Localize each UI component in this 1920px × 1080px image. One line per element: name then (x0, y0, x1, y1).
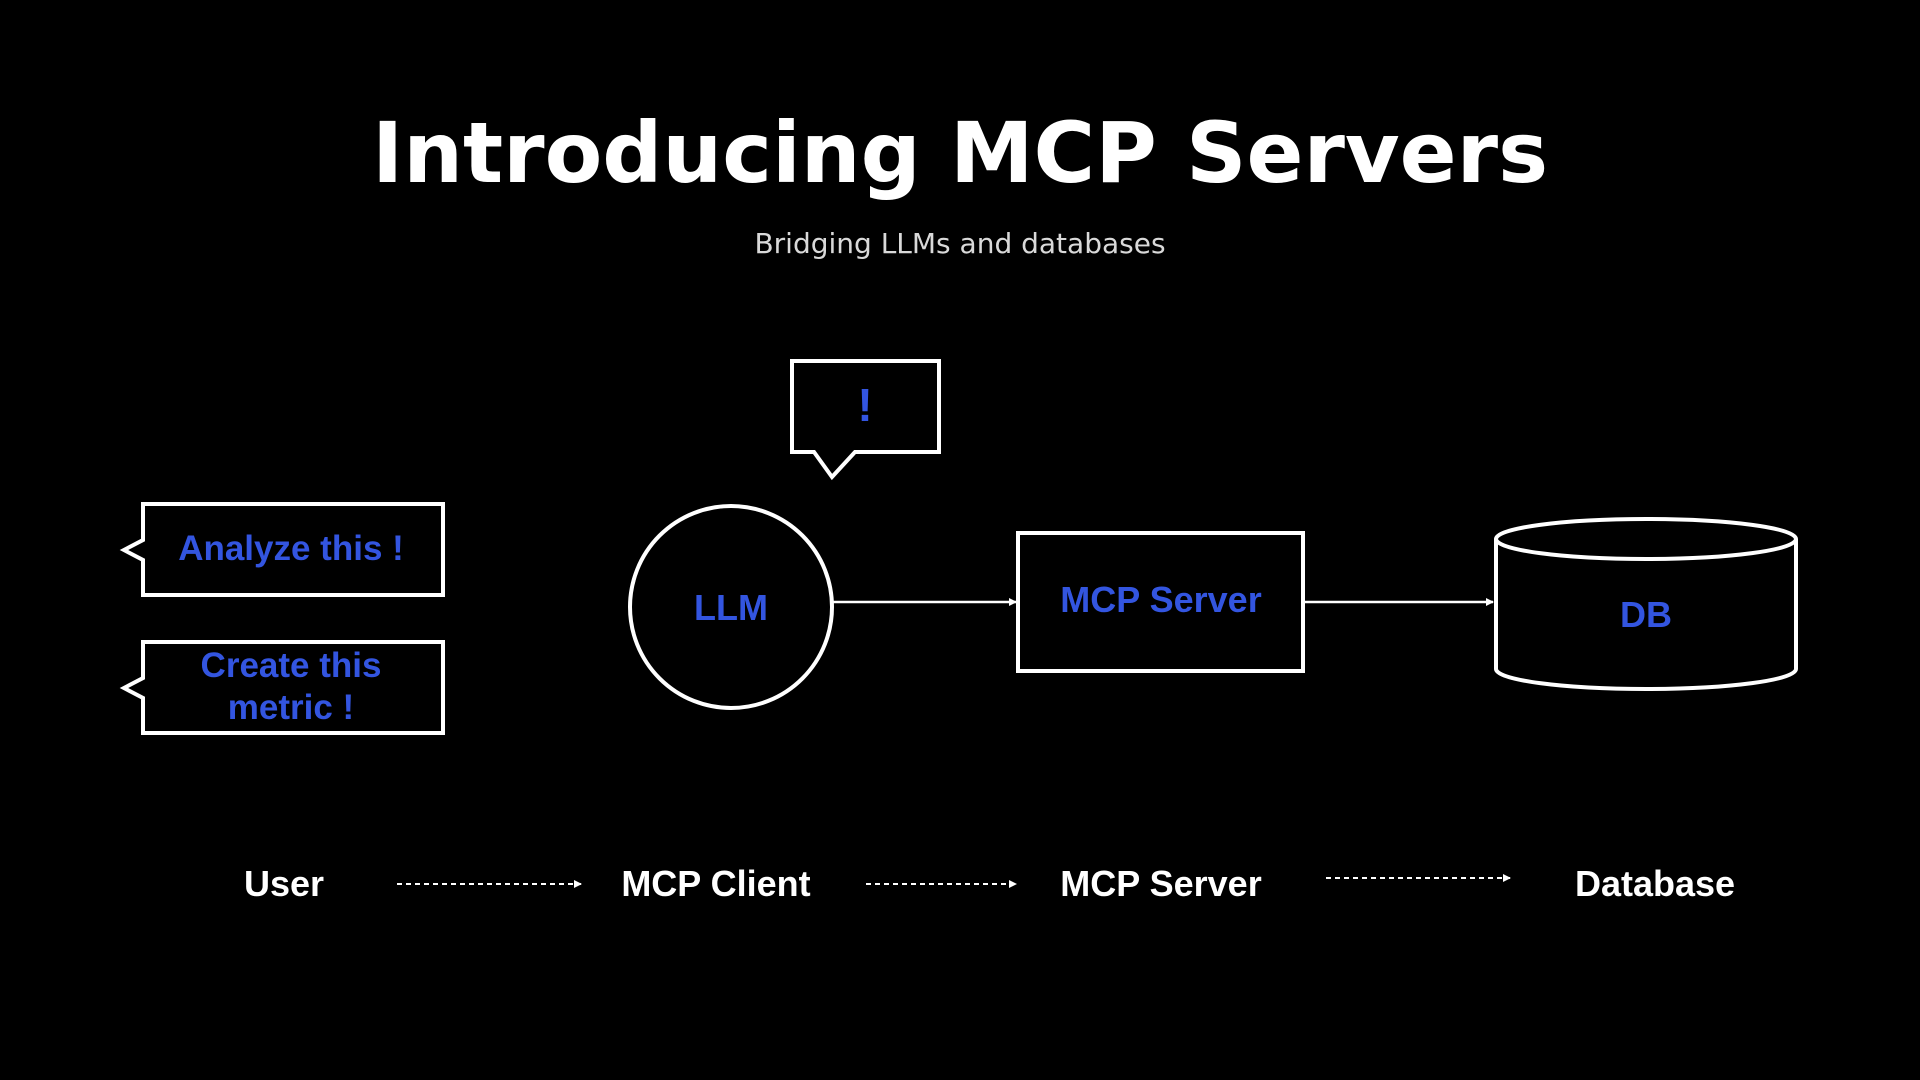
llm-label: LLM (694, 587, 768, 628)
mcp-server-node: MCP Server (1016, 531, 1305, 673)
user-request-bubble-1: Analyze this ! (119, 502, 445, 597)
db-cylinder-top (1494, 517, 1798, 561)
speech-bubble-shape (119, 640, 445, 735)
db-node: DB (1494, 517, 1798, 691)
llm-node: LLM (628, 504, 834, 710)
thought-bubble-shape (790, 359, 941, 481)
llm-thought-bubble: ! (790, 359, 941, 481)
user-request-bubble-2: Create this metric ! (119, 640, 445, 735)
mcp-server-label: MCP Server (1060, 579, 1261, 620)
llm-circle (628, 504, 834, 710)
flow-label-mcp-server: MCP Server (1060, 863, 1261, 904)
user-request-text-2-line2: metric ! (228, 688, 354, 727)
flow-row: User MCP Client MCP Server Database (244, 863, 1735, 904)
db-label: DB (1620, 594, 1672, 635)
user-request-text-2-line1: Create this (201, 646, 382, 685)
speech-bubble-shape (119, 502, 445, 597)
slide-subtitle: Bridging LLMs and databases (754, 227, 1166, 260)
exclamation-text: ! (857, 379, 872, 431)
slide-title: Introducing MCP Servers (371, 104, 1549, 202)
user-request-text-1: Analyze this ! (178, 529, 404, 568)
flow-label-mcp-client: MCP Client (621, 863, 810, 904)
flow-label-database: Database (1575, 863, 1735, 904)
mcp-server-box (1016, 531, 1305, 673)
db-cylinder-body (1494, 539, 1798, 691)
flow-label-user: User (244, 863, 324, 904)
